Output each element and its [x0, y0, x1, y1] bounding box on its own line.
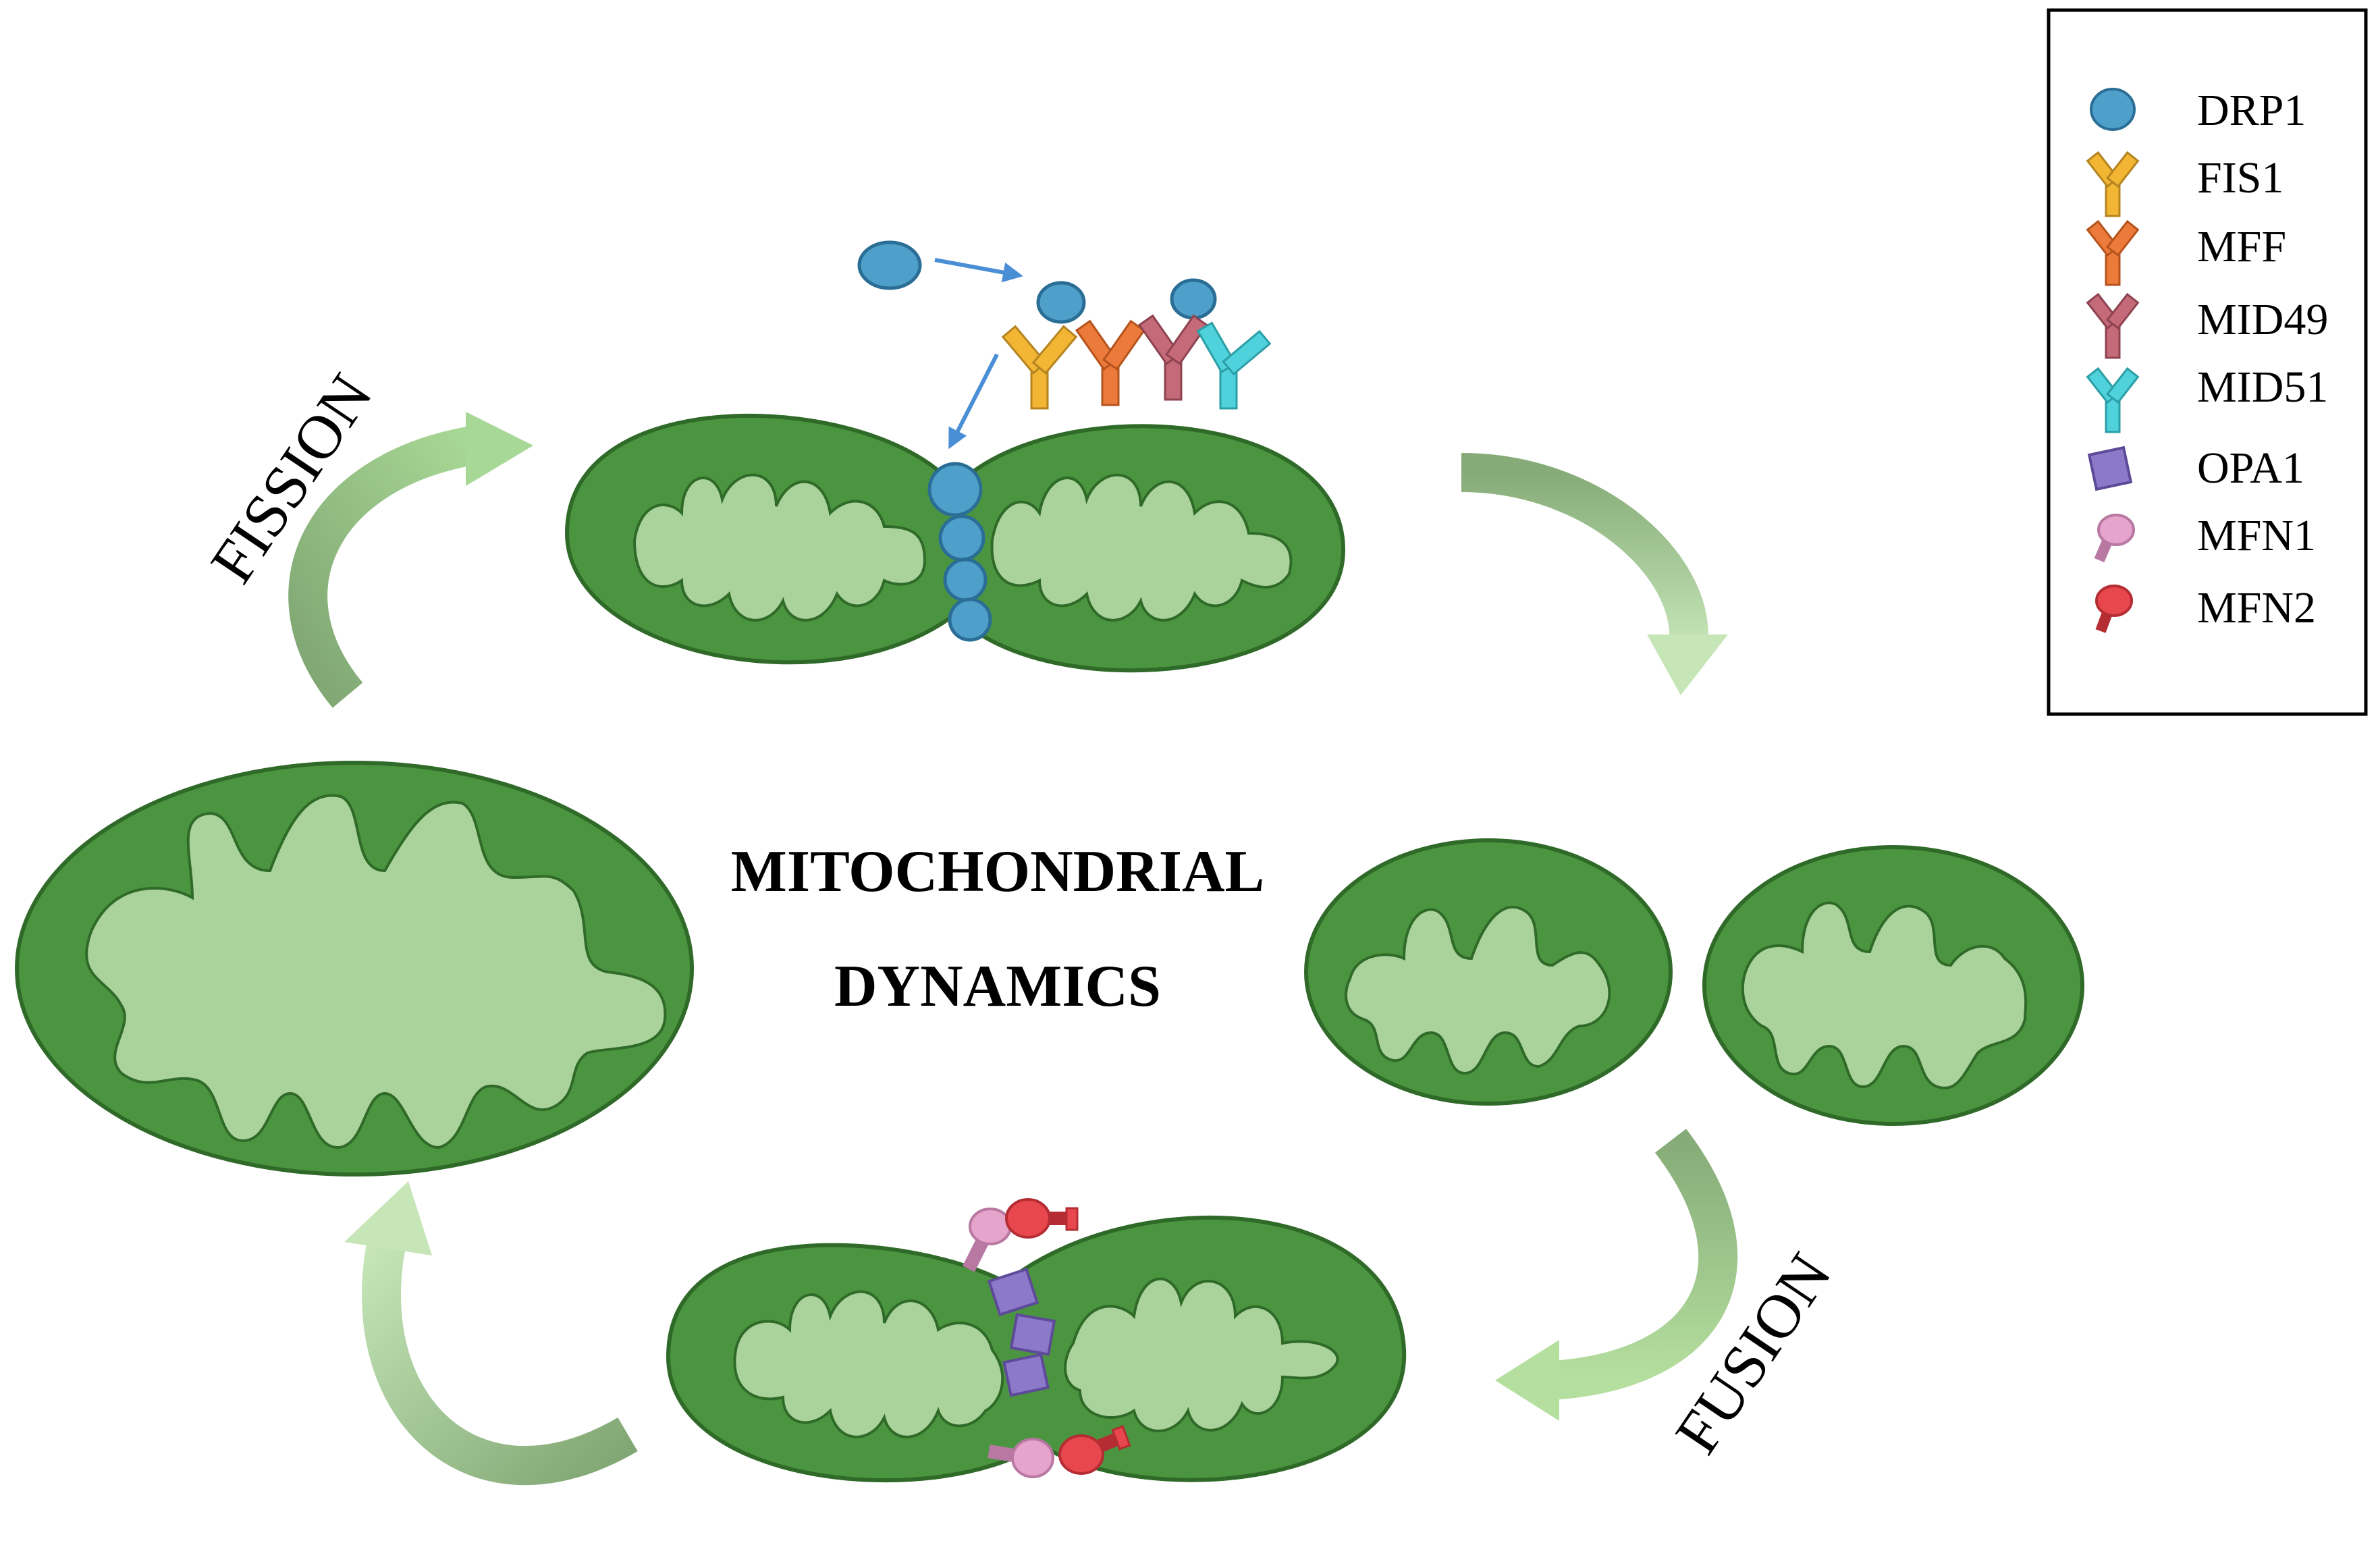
- mfn2-pin-icon: [2095, 585, 2133, 633]
- drp1-circle-icon: [2090, 88, 2136, 131]
- opa1-square-icon: [2087, 445, 2133, 491]
- legend-item-mfn2: MFN2: [2095, 583, 2316, 633]
- mitochondrion-small-right: [1702, 845, 2084, 1126]
- mitochondrion-small-left: [1304, 838, 1673, 1106]
- drp1-ring: [927, 462, 992, 642]
- legend: DRP1 FIS1 MFF MID49: [2047, 8, 2368, 716]
- fission-receptors: [1001, 314, 1272, 410]
- drp1-recruitment: [857, 240, 1217, 450]
- opa1-cluster: [987, 1267, 1056, 1397]
- mfn1-bottom: [988, 1438, 1054, 1478]
- legend-item-opa1: OPA1: [2087, 443, 2304, 493]
- svg-text:MFF: MFF: [2197, 222, 2286, 271]
- cycle-arrow-upper-right: [1461, 453, 1728, 695]
- mfn2-bottom: [1058, 1425, 1131, 1475]
- diagram-title-line1: MITOCHONDRIAL: [731, 839, 1264, 904]
- legend-item-mid49: MID49: [2086, 292, 2328, 359]
- mfn1-top: [963, 1208, 1012, 1272]
- mid51-receptor: [1196, 321, 1272, 410]
- svg-text:DRP1: DRP1: [2197, 86, 2306, 135]
- cycle-arrow-lower-left: [344, 1181, 638, 1486]
- fis1-receptor-icon: [2086, 151, 2140, 217]
- mfn1-pin-icon: [2094, 514, 2135, 563]
- mfn2-top: [1005, 1198, 1079, 1239]
- diagram-title-line2: DYNAMICS: [834, 954, 1161, 1019]
- mff-receptor-icon: [2086, 219, 2140, 286]
- cycle-arrow-fission: [288, 412, 533, 708]
- mid49-receptor-icon: [2086, 292, 2140, 359]
- legend-item-mid51: MID51: [2086, 362, 2328, 433]
- legend-item-drp1: DRP1: [2090, 86, 2306, 135]
- fis1-receptor: [1001, 325, 1078, 410]
- mff-receptor: [1075, 319, 1146, 406]
- mfn-tethers: [963, 1198, 1131, 1478]
- svg-text:MFN2: MFN2: [2197, 583, 2316, 632]
- mid49-receptor: [1137, 314, 1209, 401]
- legend-item-fis1: FIS1: [2086, 151, 2284, 217]
- mitochondrion-large: [15, 761, 694, 1177]
- cycle-arrow-fusion: [1495, 1129, 1738, 1421]
- legend-item-mff: MFF: [2086, 219, 2286, 286]
- svg-text:MID51: MID51: [2197, 362, 2328, 412]
- svg-text:OPA1: OPA1: [2197, 443, 2304, 493]
- svg-text:FIS1: FIS1: [2197, 153, 2284, 202]
- legend-item-mfn1: MFN1: [2094, 511, 2316, 563]
- svg-text:MFN1: MFN1: [2197, 511, 2316, 560]
- mid51-receptor-icon: [2086, 367, 2140, 433]
- svg-text:MID49: MID49: [2197, 295, 2328, 344]
